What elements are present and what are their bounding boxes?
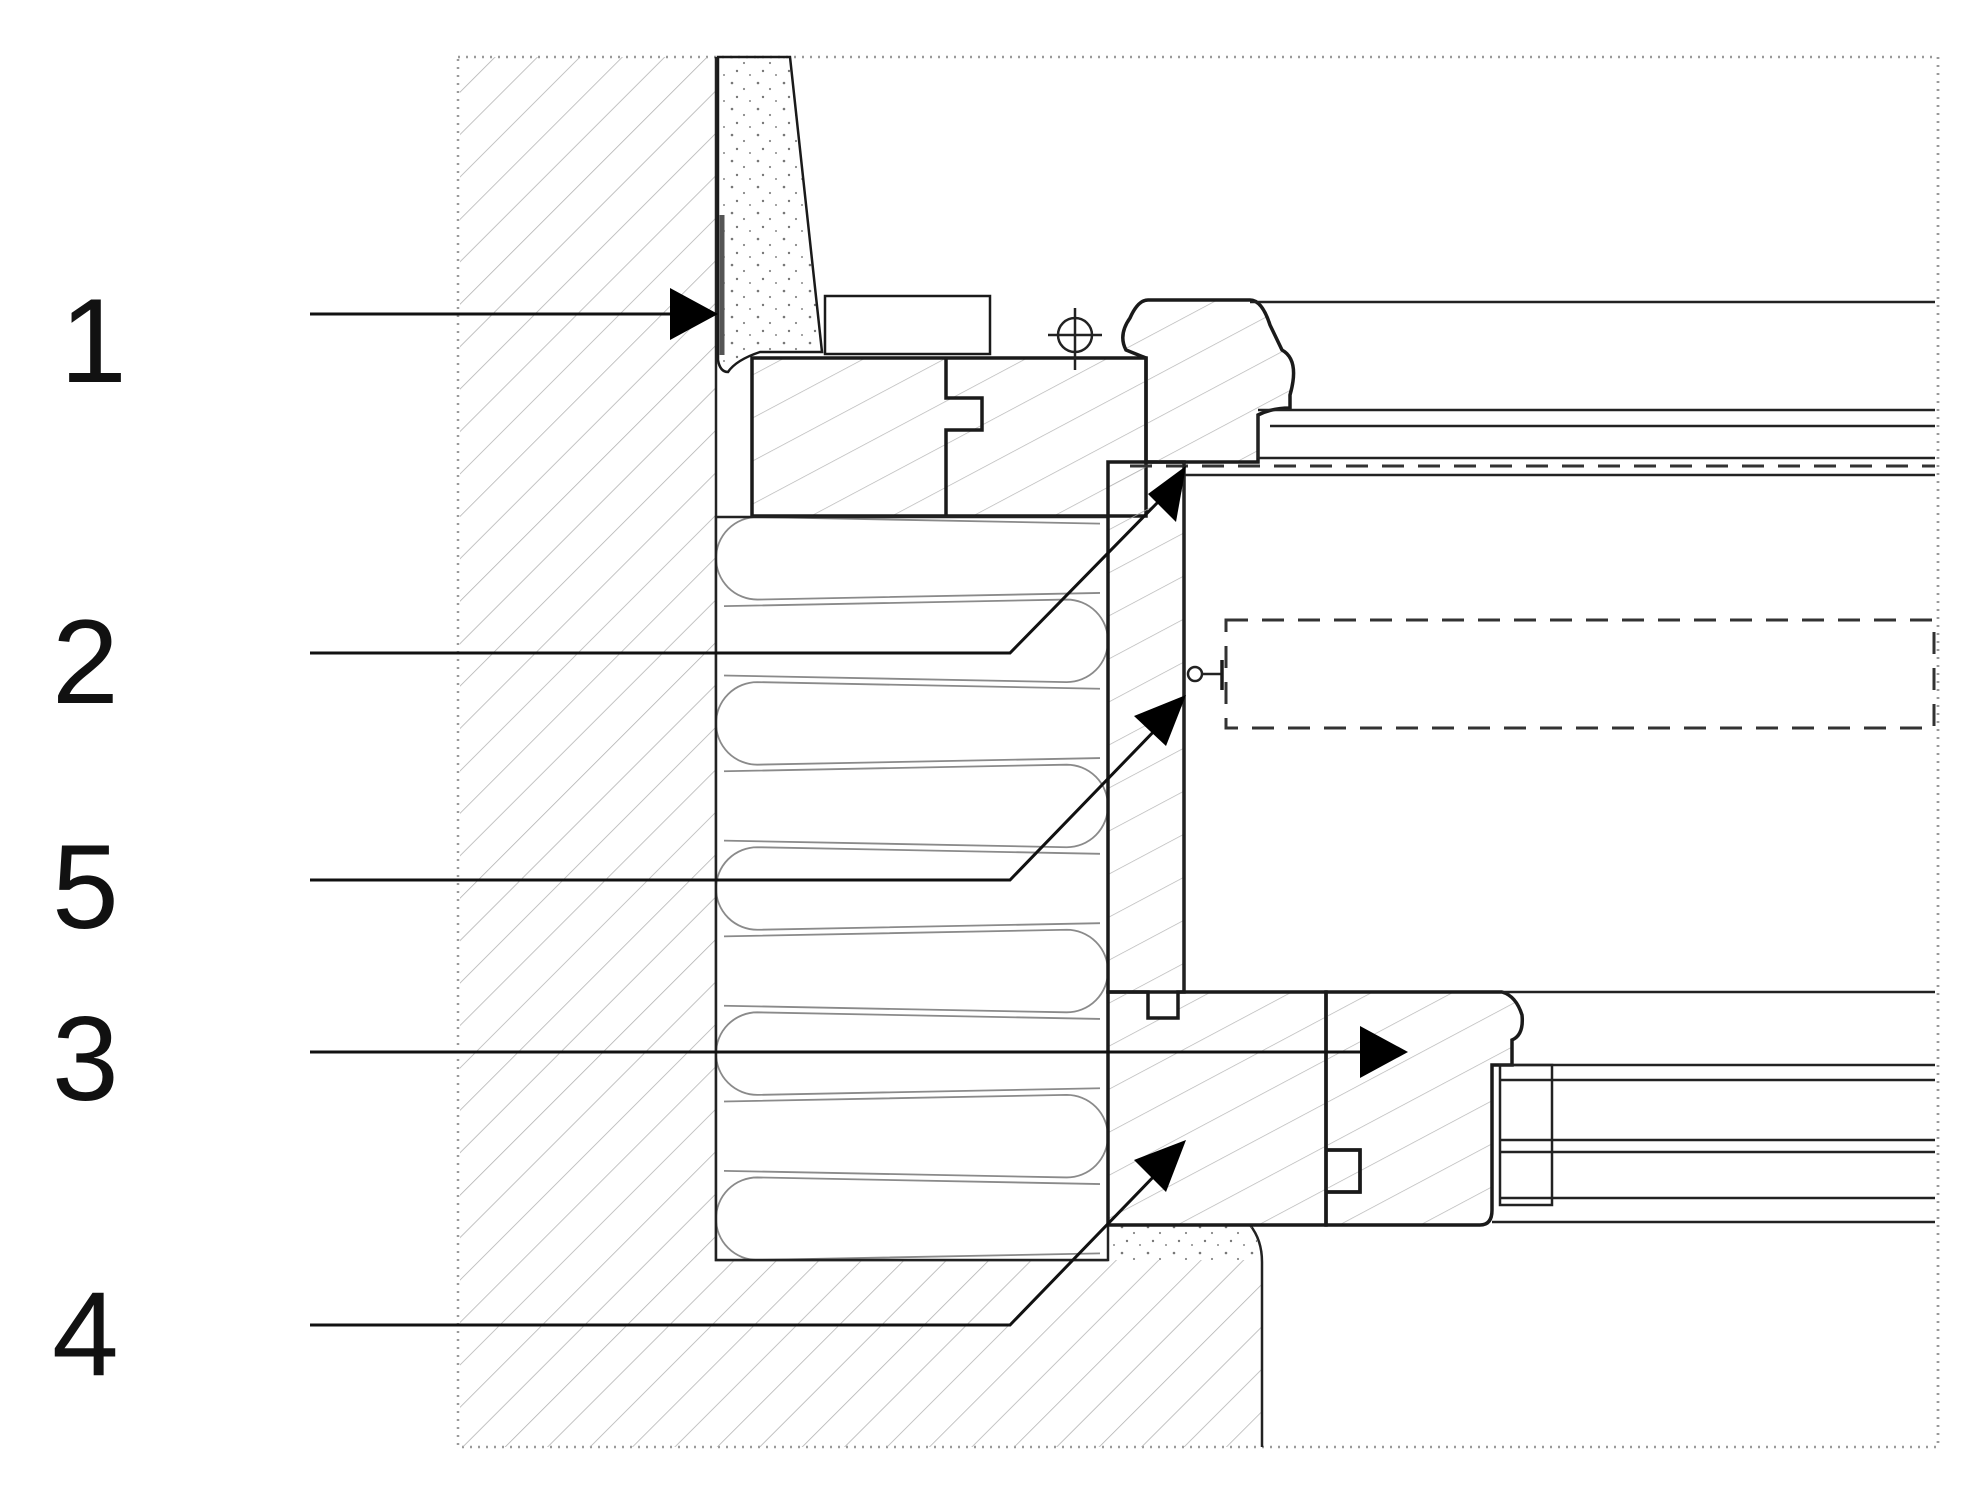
blind-dashed-box	[1224, 618, 1936, 730]
upper-sash-profile	[1121, 298, 1296, 464]
leader-line-2	[310, 498, 1162, 655]
lower-glazing-bead	[1498, 1063, 1554, 1207]
label-1: 1	[60, 274, 127, 408]
leader-line-4	[310, 1168, 1162, 1327]
label-4: 4	[52, 1267, 119, 1401]
arrowhead-2	[1148, 466, 1186, 522]
exterior-render-strip	[716, 55, 824, 374]
label-5: 5	[52, 820, 119, 954]
hinge-symbol	[1048, 308, 1102, 370]
top-lintel-block	[750, 356, 1148, 518]
insulation-zone	[716, 517, 1108, 1260]
lower-sash-tongue	[1326, 1148, 1362, 1194]
label-2: 2	[52, 595, 119, 729]
leader-line-5	[310, 723, 1162, 882]
arrowhead-4	[1134, 1140, 1186, 1192]
top-lintel-tongue	[944, 358, 984, 516]
masonry-wall	[460, 57, 1262, 1447]
arrowhead-3	[1360, 1026, 1408, 1078]
lower-sash-profile	[1324, 990, 1525, 1227]
top-cover-board	[823, 294, 992, 356]
label-3: 3	[52, 992, 119, 1126]
handle-symbol	[1186, 660, 1224, 690]
arrowhead-1	[670, 288, 718, 340]
bottom-bedding-mortar	[1108, 1225, 1260, 1260]
arrowhead-5	[1134, 695, 1186, 746]
